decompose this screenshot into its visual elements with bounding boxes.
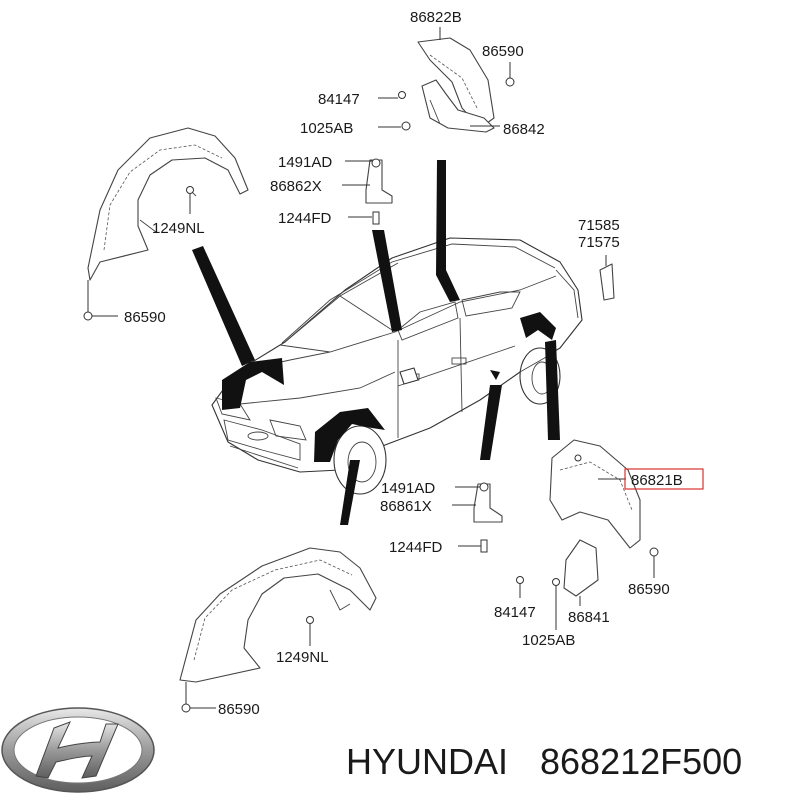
- label-71575: 71575: [578, 234, 620, 251]
- front-right-fender-liner: [179, 547, 377, 713]
- label-1491AD-top: 1491AD: [278, 154, 332, 171]
- leader-lines: [87, 27, 655, 709]
- label-71585: 71585: [578, 217, 620, 234]
- label-86842: 86842: [503, 121, 545, 138]
- highlight-box: [624, 468, 704, 490]
- label-86862X: 86862X: [270, 178, 322, 195]
- label-1244FD-top: 1244FD: [278, 210, 332, 227]
- rear-right-fender-liner-86821B: [516, 439, 659, 597]
- label-84147-top: 84147: [318, 91, 360, 108]
- brand-name: HYUNDAI: [346, 741, 508, 782]
- label-86590-bottom: 86590: [218, 701, 260, 718]
- label-86841: 86841: [568, 609, 610, 626]
- label-86590-top: 86590: [482, 43, 524, 60]
- rear-left-mudguard-part: [398, 37, 515, 133]
- hyundai-logo-icon: [1, 707, 155, 793]
- bracket-86862X: [365, 158, 393, 225]
- part-labels: 86822B 86590 84147 1025AB 86842 1491AD 8…: [124, 9, 704, 718]
- label-1025AB-right: 1025AB: [522, 632, 575, 649]
- clip-71585: [599, 263, 615, 301]
- label-1249NL-top: 1249NL: [152, 220, 205, 237]
- label-1249NL-bottom: 1249NL: [276, 649, 329, 666]
- label-84147-right: 84147: [494, 604, 536, 621]
- label-1491AD-mid: 1491AD: [381, 480, 435, 497]
- front-left-fender-liner: [83, 127, 249, 321]
- part-number: 868212F500: [540, 741, 742, 782]
- label-86590-left: 86590: [124, 309, 166, 326]
- label-86861X: 86861X: [380, 498, 432, 515]
- label-86821B: 86821B: [631, 472, 683, 489]
- pointer-strips: [192, 160, 560, 525]
- label-86590-right: 86590: [628, 581, 670, 598]
- part-caption: HYUNDAI 868212F500: [346, 741, 742, 782]
- car-illustration: [211, 237, 583, 495]
- bracket-86861X: [473, 482, 503, 553]
- label-86822B: 86822B: [410, 9, 462, 26]
- label-1244FD-mid: 1244FD: [389, 539, 443, 556]
- label-1025AB-top: 1025AB: [300, 120, 353, 137]
